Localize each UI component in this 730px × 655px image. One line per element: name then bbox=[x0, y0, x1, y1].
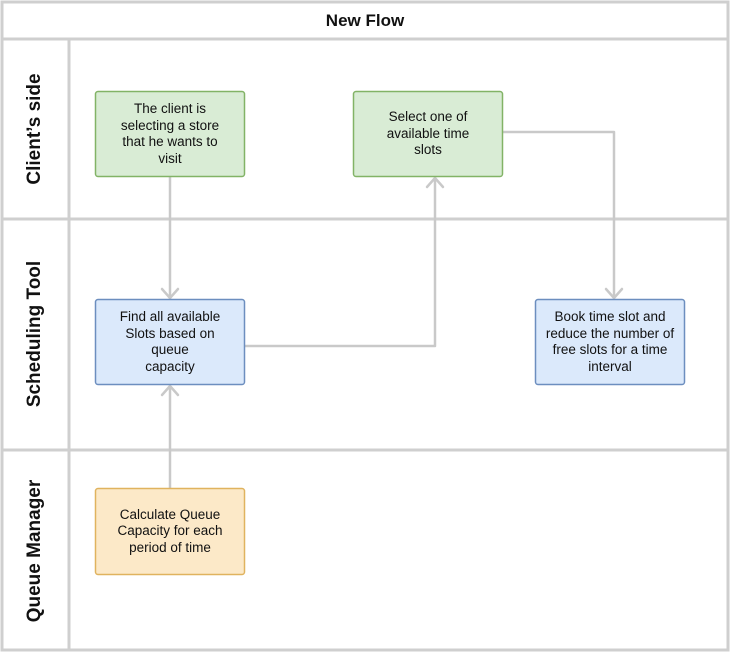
connector-store-to-find bbox=[160, 175, 180, 300]
node-select-slot-text: Select one of available time slots bbox=[386, 109, 470, 158]
connector-capacity-to-find bbox=[160, 384, 180, 490]
node-select-store-box bbox=[94, 90, 246, 178]
lane-label-scheduling-tool: Scheduling Tool bbox=[24, 260, 45, 408]
node-book-slot-box bbox=[534, 298, 686, 386]
diagram-title: New Flow bbox=[325, 10, 405, 30]
connector-find-to-select bbox=[243, 176, 445, 348]
lane-label-queue-manager: Queue Manager bbox=[24, 479, 45, 623]
node-calc-capacity-text: Calculate Queue Capacity for each period… bbox=[117, 506, 223, 555]
connector-select-to-book bbox=[501, 130, 624, 300]
node-book-slot-text: Book time slot and reduce the number of … bbox=[545, 309, 675, 374]
lane-label-clients-side: Client’s side bbox=[24, 73, 45, 185]
node-select-slot-box bbox=[352, 90, 504, 178]
node-find-slots-text: Find all available Slots based on queue … bbox=[119, 309, 221, 374]
node-find-slots-box bbox=[94, 298, 246, 386]
node-calc-capacity-box bbox=[94, 487, 246, 576]
node-select-store-text: The client is selecting a store that he … bbox=[120, 101, 220, 166]
